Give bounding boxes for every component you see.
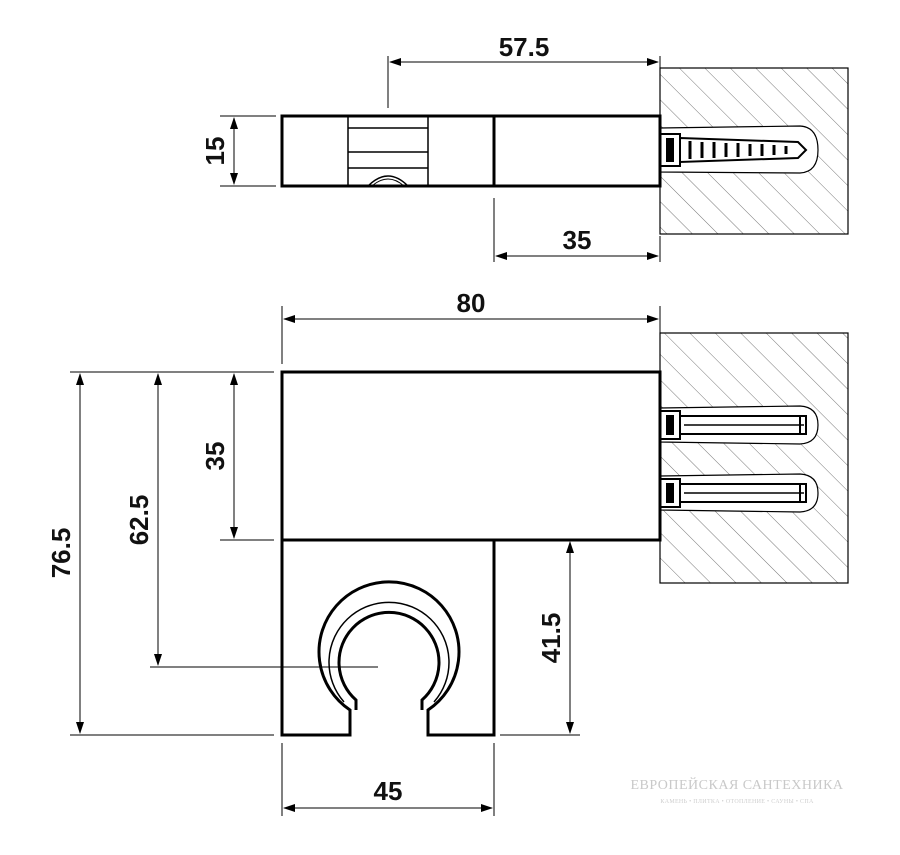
wall-anchor-lower [659, 478, 807, 508]
wall-anchor-top [659, 133, 808, 167]
holder-upper-block [280, 370, 662, 542]
dim-front-width: 80 [457, 288, 486, 318]
dim-top-length-partial: 35 [563, 225, 592, 255]
watermark-title: ЕВРОПЕЙСКАЯ САНТЕХНИКА [630, 776, 843, 793]
dim-front-height-upper: 35 [200, 442, 230, 471]
watermark-subtitle: КАМЕНЬ • ПЛИТКА • ОТОПЛЕНИЕ • САУНЫ • СП… [660, 799, 814, 805]
wall-section-front [659, 332, 849, 584]
holder-body-top [280, 114, 662, 188]
holder-lower-clamp [280, 540, 496, 737]
wall-anchor-upper [659, 410, 807, 440]
dim-front-height-total: 76.5 [46, 528, 76, 579]
dim-top-length-total: 57.5 [499, 32, 550, 62]
top-view: 57.5 15 35 [200, 32, 849, 262]
dim-front-width-lower: 45 [374, 776, 403, 806]
dim-front-height-center: 62.5 [124, 495, 154, 546]
dim-front-height-lower: 41.5 [536, 613, 566, 664]
front-view: 80 35 62.5 76.5 41.5 45 [46, 288, 849, 816]
watermark: ЕВРОПЕЙСКАЯ САНТЕХНИКА КАМЕНЬ • ПЛИТКА •… [630, 776, 843, 805]
dim-top-height: 15 [200, 137, 230, 166]
